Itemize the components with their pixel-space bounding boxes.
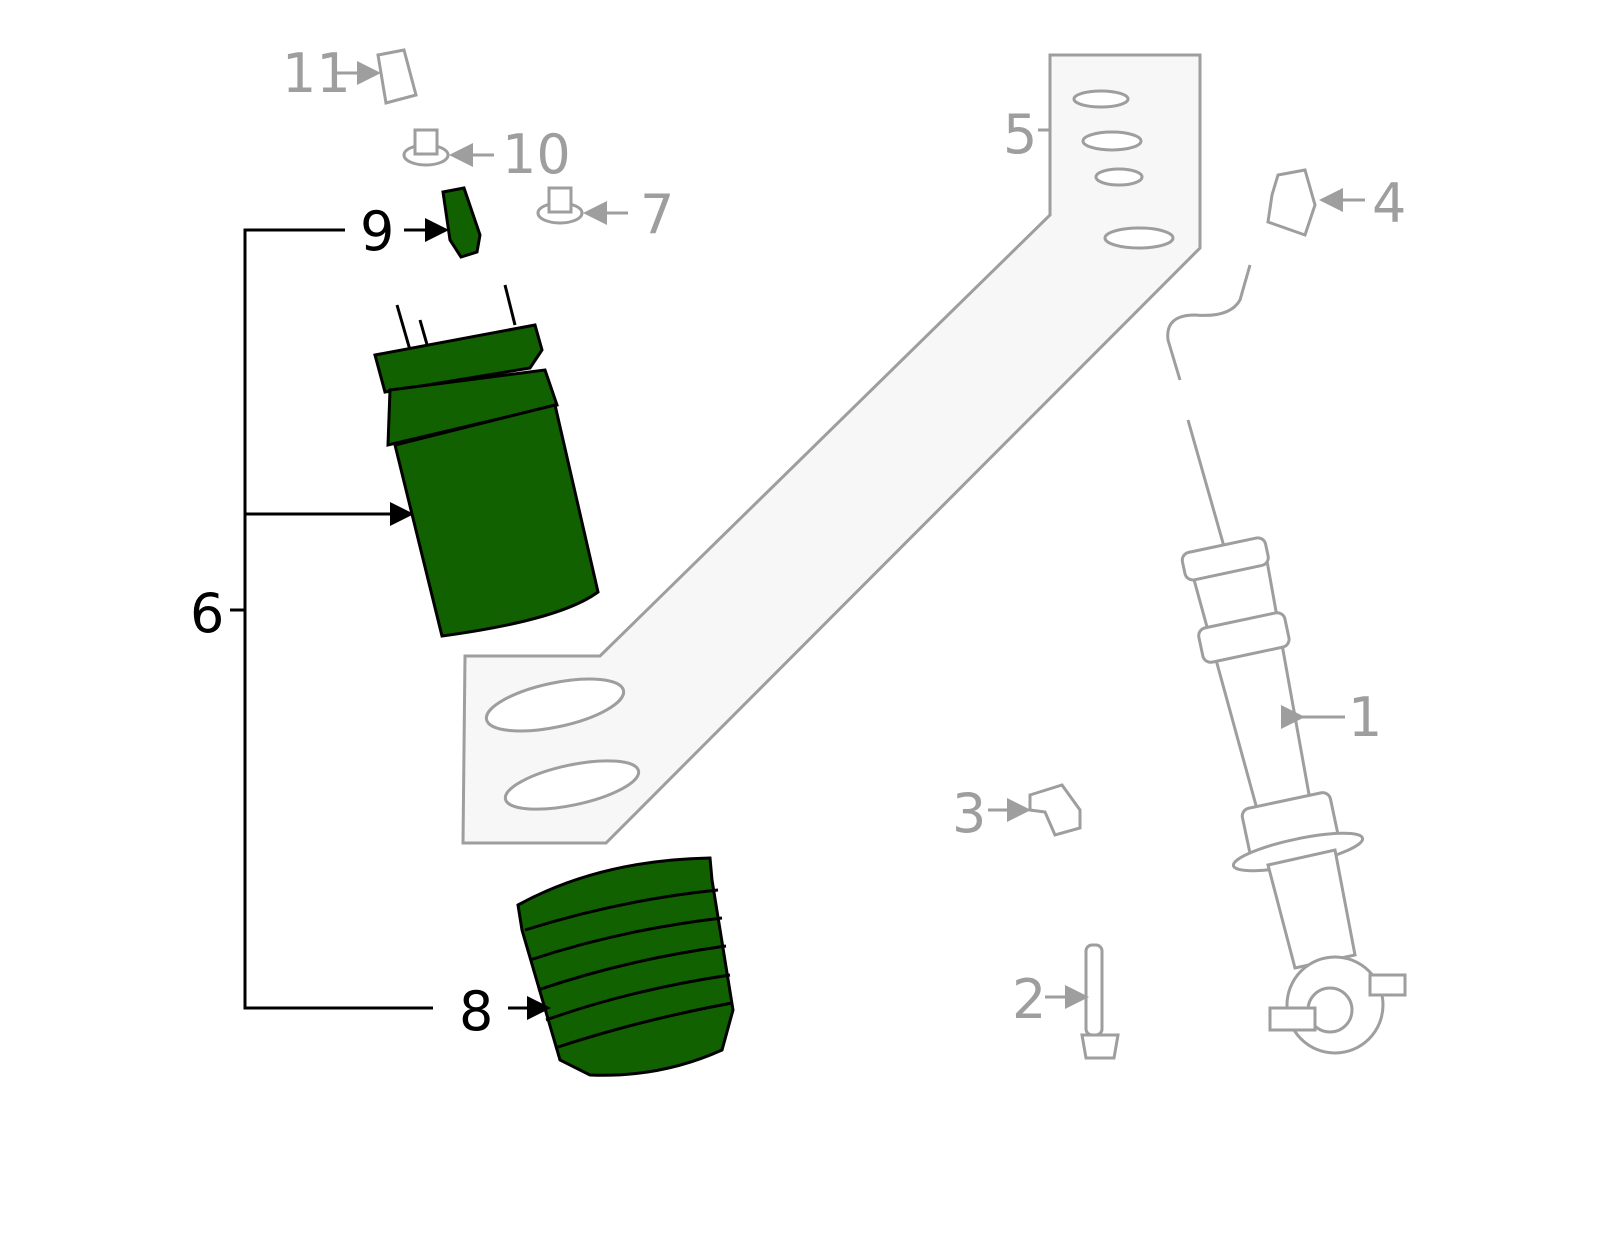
part-6-air-spring[interactable]: [373, 284, 600, 638]
part-8-bellows[interactable]: [516, 856, 735, 1077]
callout-3: 3: [952, 782, 986, 845]
part-5-gasket-kit[interactable]: [461, 53, 1202, 845]
callout-4: 4: [1372, 172, 1406, 235]
callout-8: 8: [459, 980, 493, 1043]
part-11-cap[interactable]: [376, 48, 418, 105]
part-1-shock-absorber[interactable]: [1166, 264, 1407, 1055]
callout-5: 5: [1003, 103, 1037, 166]
part-10-nut[interactable]: [402, 128, 450, 167]
part-9-valve[interactable]: [441, 186, 482, 259]
part-7-nut[interactable]: [536, 186, 584, 225]
callout-10: 10: [502, 123, 571, 186]
callout-6: 6: [190, 582, 224, 645]
callout-11: 11: [282, 42, 351, 105]
part-2-bolt[interactable]: [1080, 943, 1120, 1060]
callout-7: 7: [640, 183, 674, 246]
callout-2: 2: [1012, 968, 1046, 1031]
callout-1: 1: [1348, 686, 1382, 749]
callout-9: 9: [360, 200, 394, 263]
part-3-clip[interactable]: [1028, 783, 1082, 837]
callout-lines: [230, 61, 1365, 1020]
part-4-sensor[interactable]: [1266, 168, 1317, 237]
